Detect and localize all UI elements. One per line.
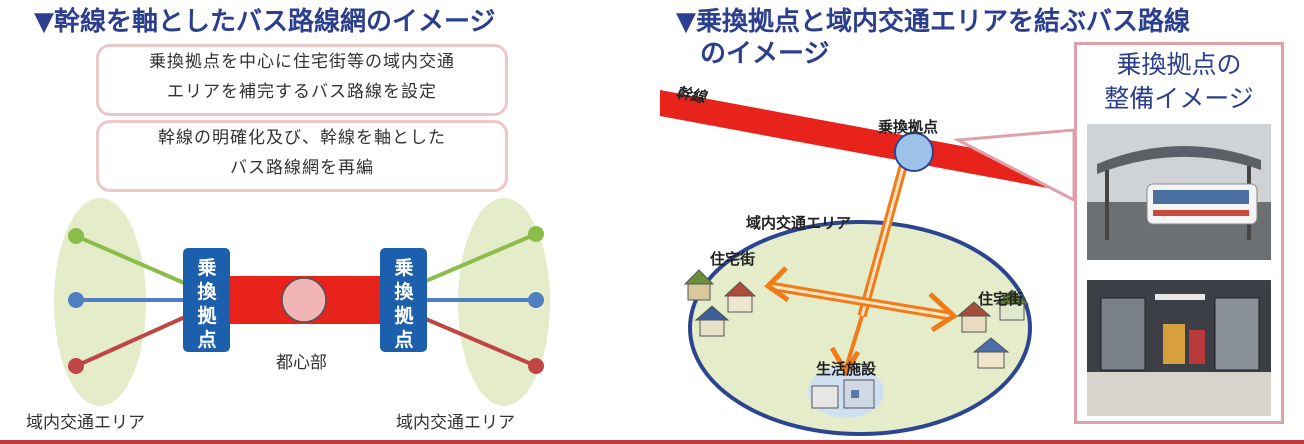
residential-left-label: 住宅街 bbox=[710, 250, 756, 268]
route-end-green-right bbox=[528, 226, 544, 242]
city-center-circle bbox=[281, 277, 327, 323]
route-end-blue-right bbox=[528, 292, 544, 308]
route-end-red-left bbox=[68, 358, 84, 374]
hub-right-box bbox=[380, 248, 427, 352]
callout-network-reorg-line2: バス路線網を再編 bbox=[230, 158, 374, 178]
area-right-label: 域内交通エリア bbox=[396, 413, 515, 433]
hub-left-char-4: 点 bbox=[197, 329, 217, 351]
route-end-blue-left bbox=[68, 292, 84, 308]
facility-buildings bbox=[811, 379, 875, 409]
hub-left-label: 乗 換 拠 点 bbox=[195, 256, 219, 352]
hub-left-box bbox=[183, 248, 230, 352]
residential-right-label: 住宅街 bbox=[978, 290, 1024, 308]
transfer-hub-label: 乗換拠点 bbox=[878, 118, 939, 136]
houses-left bbox=[683, 269, 757, 337]
hub-right-char-3: 拠 bbox=[394, 305, 414, 327]
callout-connector bbox=[952, 128, 1076, 203]
hub-right-char-4: 点 bbox=[394, 329, 414, 351]
area-left-label: 域内交通エリア bbox=[26, 413, 145, 433]
terminal-interior-photo bbox=[1087, 280, 1271, 416]
callout-route-setting: 乗換拠点を中心に住宅街等の域内交通 エリアを補完するバス路線を設定 bbox=[96, 44, 508, 116]
right-heading-line1: ▼乗換拠点と域内交通エリアを結ぶバス路線 bbox=[676, 7, 1190, 37]
route-end-red-right bbox=[528, 358, 544, 374]
hub-right-char-2: 換 bbox=[394, 281, 414, 303]
bus-stop-photo bbox=[1087, 124, 1271, 260]
hub-left-char-2: 換 bbox=[197, 281, 217, 303]
facility-label: 生活施設 bbox=[816, 360, 877, 378]
hub-right-label: 乗 換 拠 点 bbox=[392, 256, 416, 352]
transfer-hub-diagram bbox=[660, 90, 1080, 436]
trunk-network-diagram bbox=[54, 198, 550, 406]
route-end-green-left bbox=[68, 228, 84, 244]
photo-title: 乗換拠点の 整備イメージ bbox=[1074, 48, 1284, 116]
hub-right-char-1: 乗 bbox=[394, 257, 414, 279]
area-label: 域内交通エリア bbox=[746, 214, 852, 232]
callout-route-setting-line2: エリアを補完するバス路線を設定 bbox=[167, 82, 437, 102]
photo-title-line1: 乗換拠点の bbox=[1116, 50, 1242, 79]
city-center-label: 都心部 bbox=[276, 353, 327, 373]
hub-left-char-1: 乗 bbox=[197, 257, 217, 279]
hub-left-char-3: 拠 bbox=[197, 305, 217, 327]
callout-route-setting-line1: 乗換拠点を中心に住宅街等の域内交通 bbox=[149, 52, 455, 72]
bottom-rule bbox=[0, 440, 1304, 444]
callout-network-reorg: 幹線の明確化及び、幹線を軸とした バス路線網を再編 bbox=[96, 120, 508, 192]
photo-title-line2: 整備イメージ bbox=[1104, 84, 1254, 113]
transfer-hub-circle bbox=[894, 132, 934, 172]
houses-right bbox=[956, 289, 1030, 369]
callout-network-reorg-line1: 幹線の明確化及び、幹線を軸とした bbox=[158, 128, 446, 148]
left-heading: ▼幹線を軸としたバス路線網のイメージ bbox=[34, 7, 496, 37]
right-heading-line2: のイメージ bbox=[700, 39, 830, 69]
trunk-road bbox=[660, 90, 1080, 194]
